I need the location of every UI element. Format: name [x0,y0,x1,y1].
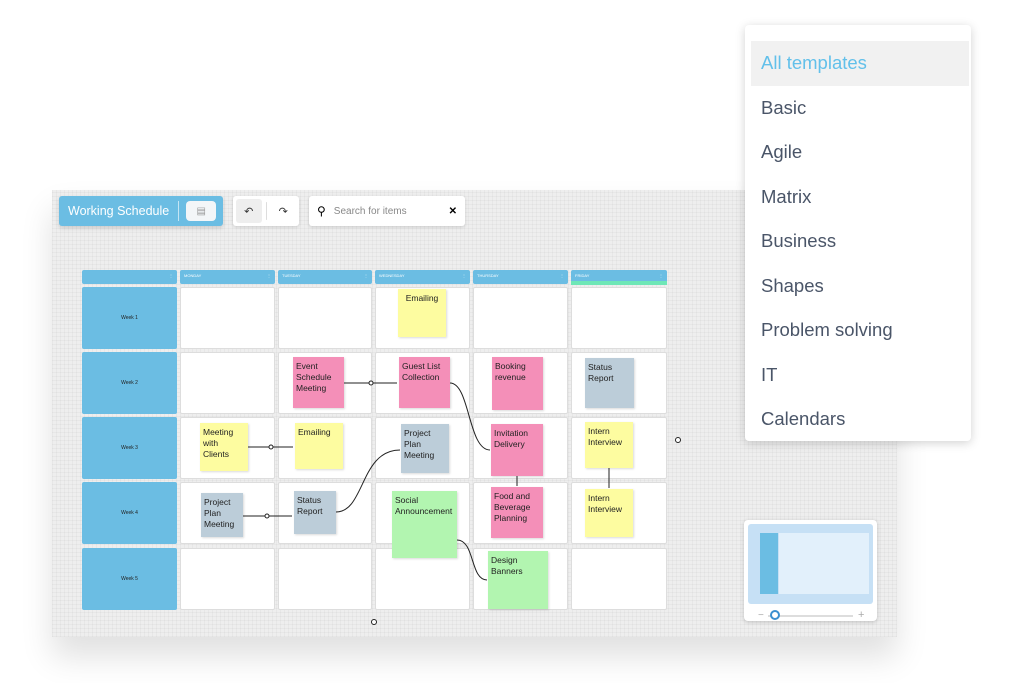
file-icon: ▤ [196,205,206,217]
menu-item[interactable]: Basic [761,96,807,118]
sticky-note[interactable]: Emailing [295,423,343,469]
week-row-header[interactable]: Week 4 [82,482,177,544]
more-icon[interactable]: ⋮ [462,273,466,278]
more-icon[interactable]: ⋮ [364,273,368,278]
sticky-note[interactable]: Intern Interview [585,489,633,537]
sticky-note[interactable]: Invitation Delivery [491,424,543,476]
connector-arrow [335,449,401,513]
week-row-header[interactable]: Week 2 [82,352,177,414]
sticky-note[interactable]: Booking revenue [492,357,543,410]
column-header[interactable]: ⋮ [82,270,177,284]
minimap-preview [748,524,873,604]
column-header-label: THURSDAY [477,273,499,278]
calendar-cell[interactable] [278,548,372,610]
sticky-note[interactable]: Emailing [398,289,446,337]
menu-item[interactable]: Business [761,230,837,252]
menu-item[interactable]: Agile [761,141,803,163]
week-row-header[interactable]: Week 5 [82,548,177,610]
menu-item[interactable]: All templates [751,41,969,86]
menu-item[interactable]: Matrix [761,185,812,207]
menu-item[interactable]: Problem solving [761,319,893,341]
search-icon: ⚲ [317,204,326,218]
column-header[interactable]: TUESDAY ⋮ [278,270,372,284]
sticky-note[interactable]: Guest List Collection [399,357,450,408]
redo-button[interactable]: ↷ [278,205,288,218]
board-title[interactable]: Working Schedule [68,204,170,218]
sticky-note[interactable]: Food and Beverage Planning [491,487,543,538]
sticky-note[interactable]: Project Plan Meeting [401,424,449,473]
board-title-bar: Working Schedule ▤ [59,196,223,226]
undo-button[interactable]: ↶ [236,199,262,223]
sticky-note[interactable]: Status Report [294,491,336,534]
column-header[interactable]: FRIDAY ⋮ [571,270,667,284]
zoom-out-icon[interactable]: − [758,610,764,621]
sticky-note[interactable]: Project Plan Meeting [201,493,243,537]
more-icon[interactable]: ⋮ [267,273,271,278]
calendar-cell[interactable] [473,287,568,349]
board-menu-button[interactable]: ▤ [186,201,217,221]
minimap-grid [779,533,869,594]
week-row-header[interactable]: Week 3 [82,417,177,479]
column-header[interactable]: MONDAY ⋮ [180,270,275,284]
sticky-note[interactable]: Design Banners [488,551,548,609]
calendar-cell[interactable] [278,287,372,349]
friday-accent-bar [571,281,667,285]
column-header-label: WEDNESDAY [379,273,405,278]
sticky-note[interactable]: Social Announcement [392,491,457,558]
week-label: Week 3 [121,445,138,451]
column-header-label: TUESDAY [282,273,301,278]
column-header[interactable]: WEDNESDAY ⋮ [375,270,470,284]
week-label: Week 2 [121,380,138,386]
connector-arrow [456,539,488,581]
minimap[interactable]: − + [744,520,877,621]
calendar-cell[interactable] [180,287,275,349]
column-header[interactable]: THURSDAY ⋮ [473,270,568,284]
search-input[interactable]: Search for items [333,205,407,217]
search-box[interactable]: ⚲ Search for items ✕ [309,196,465,226]
week-label: Week 5 [121,576,138,582]
more-icon[interactable]: ⋮ [169,273,173,278]
week-row-header[interactable]: Week 1 [82,287,177,349]
more-icon[interactable]: ⋮ [659,273,663,278]
sticky-note[interactable]: Intern Interview [585,422,633,468]
connector-arrow [449,382,491,451]
week-label: Week 1 [121,315,138,321]
minimap-week-column [760,533,778,594]
calendar-cell[interactable] [571,548,667,610]
menu-item[interactable]: IT [761,363,778,385]
sticky-note[interactable]: Meeting with Clients [200,423,248,471]
calendar-cell[interactable] [571,287,667,349]
menu-item[interactable]: Calendars [761,408,846,430]
column-header-label: FRIDAY [575,273,590,278]
more-icon[interactable]: ⋮ [560,273,564,278]
calendar-cell[interactable] [180,548,275,610]
sticky-note[interactable]: Status Report [585,358,634,408]
close-icon[interactable]: ✕ [448,205,457,217]
divider [178,201,180,221]
week-label: Week 4 [121,510,138,516]
zoom-slider-handle[interactable] [770,610,780,620]
zoom-slider[interactable] [768,615,853,617]
column-header-label: MONDAY [184,273,202,278]
menu-item[interactable]: Shapes [761,274,824,296]
history-controls: ↶ ↷ [233,196,299,226]
calendar-cell[interactable] [180,352,275,414]
zoom-in-icon[interactable]: + [858,609,865,621]
divider [265,202,267,220]
sticky-note[interactable]: Event Schedule Meeting [293,357,344,408]
